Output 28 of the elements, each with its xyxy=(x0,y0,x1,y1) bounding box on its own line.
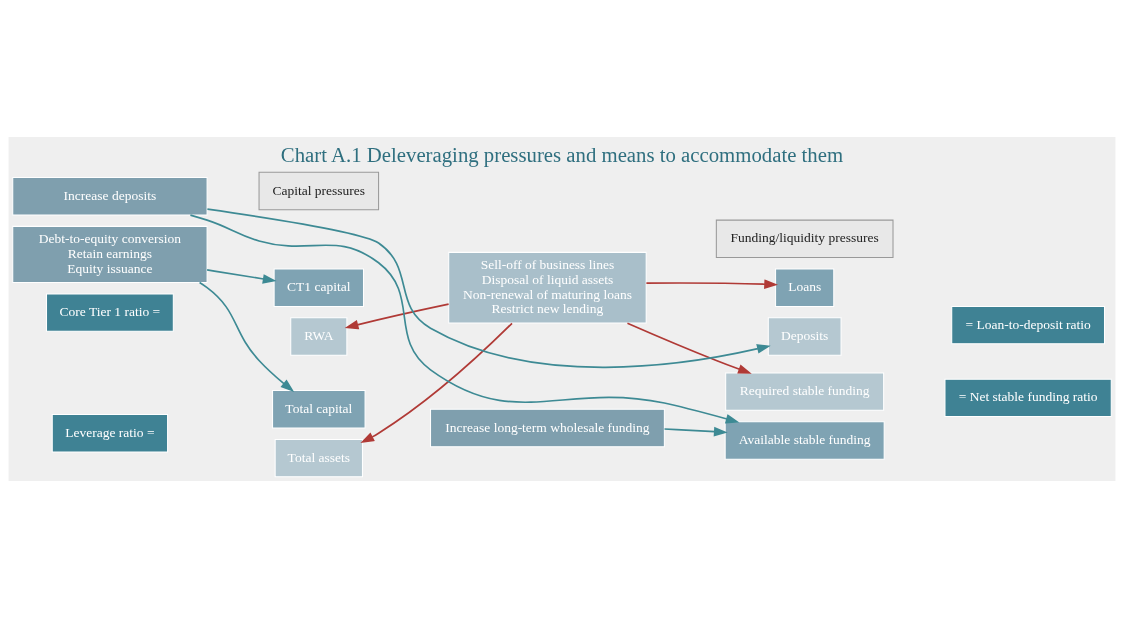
arrow xyxy=(626,322,752,374)
node-box: Deposits xyxy=(767,317,842,356)
node-box: Debt-to-equity conversion Retain earnings Equity issuance xyxy=(12,225,208,283)
arrow xyxy=(206,269,277,284)
arrow xyxy=(663,426,728,437)
node-box: Increase long-term wholesale funding xyxy=(430,408,665,448)
node-box: Core Tier 1 ratio = xyxy=(46,293,174,332)
node-box: = Net stable funding ratio xyxy=(944,378,1112,418)
node-box: Capital pressures xyxy=(258,171,380,211)
node-box: Increase deposits xyxy=(12,177,208,216)
arrow xyxy=(206,208,771,369)
node-box: Required stable funding xyxy=(725,372,885,411)
node-box: RWA xyxy=(290,317,348,356)
node-box: CT1 capital xyxy=(273,268,364,307)
arrow xyxy=(645,279,778,289)
arrow xyxy=(344,303,450,330)
arrow xyxy=(360,322,513,443)
node-box: Available stable funding xyxy=(724,421,885,460)
node-box: Funding/liquidity pressures xyxy=(715,219,894,259)
node-box: Total assets xyxy=(274,438,363,478)
arrow xyxy=(189,214,740,424)
node-box: = Loan-to-deposit ratio xyxy=(951,305,1105,345)
node-box: Total capital xyxy=(272,390,366,429)
node-box: Leverage ratio = xyxy=(51,413,169,453)
arrow xyxy=(198,281,295,392)
diagram-title: Chart A.1 Deleveraging pressures and means to accommodate them xyxy=(280,142,844,166)
node-box: Sell-off of business lines Disposal of liquid assets Non-renewal of maturing loans Restrict new lending xyxy=(448,251,647,324)
node-box: Loans xyxy=(775,268,835,307)
